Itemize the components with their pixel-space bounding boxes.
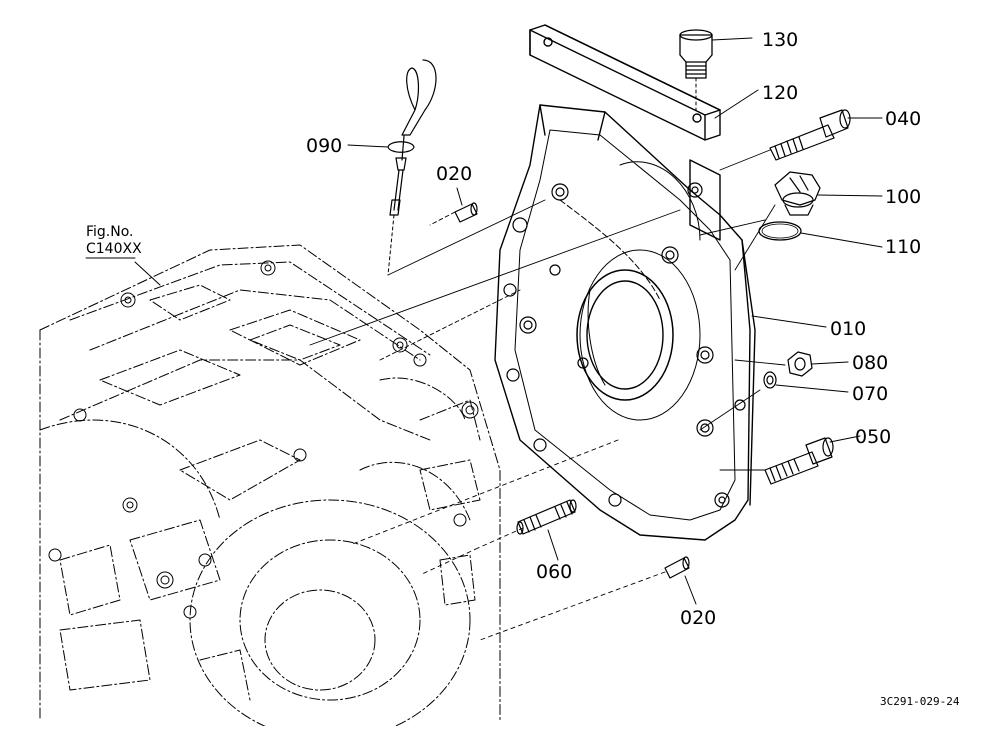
figure-reference: Fig.No. C140XX — [86, 224, 142, 257]
callout-080: 080 — [852, 352, 888, 374]
filler-cap-part-100 — [774, 171, 821, 216]
bolt-part-040 — [769, 109, 851, 161]
figure-code: C140XX — [86, 241, 142, 257]
alignment-lines — [309, 149, 786, 641]
bolt-part-050 — [764, 437, 834, 485]
callout-070: 070 — [852, 383, 888, 405]
dowel-pin-part-020-bottom — [664, 556, 690, 579]
plug-part-130 — [679, 29, 713, 111]
callout-120: 120 — [762, 82, 798, 104]
callout-060: 060 — [536, 561, 572, 583]
stud-part-060 — [516, 499, 577, 535]
callout-100: 100 — [885, 186, 921, 208]
callout-020-top: 020 — [436, 163, 472, 185]
callout-090: 090 — [306, 135, 342, 157]
cover-plate-part-010 — [494, 104, 756, 541]
figure-label: Fig.No. — [86, 224, 134, 240]
case-bolt-holes — [48, 260, 479, 619]
cover-bolt-holes — [503, 182, 746, 508]
part-callouts: 130 120 040 090 020 100 110 010 080 070 … — [306, 29, 921, 629]
dipstick-part-090 — [387, 59, 437, 276]
drawing-code: 3C291-029-24 — [880, 695, 960, 708]
callout-020-bottom: 020 — [680, 607, 716, 629]
o-ring-part-110 — [758, 221, 802, 241]
transmission-case-phantom — [39, 244, 501, 731]
callout-130: 130 — [762, 29, 798, 51]
lock-washer-part-070 — [763, 371, 777, 389]
callout-050: 050 — [855, 426, 891, 448]
leader-lines — [85, 37, 883, 605]
callout-010: 010 — [830, 318, 866, 340]
callout-110: 110 — [885, 236, 921, 258]
dowel-pin-part-020-top — [454, 202, 478, 223]
nut-part-080 — [787, 351, 813, 377]
bracket-part-120 — [529, 24, 721, 241]
callout-040: 040 — [885, 108, 921, 130]
